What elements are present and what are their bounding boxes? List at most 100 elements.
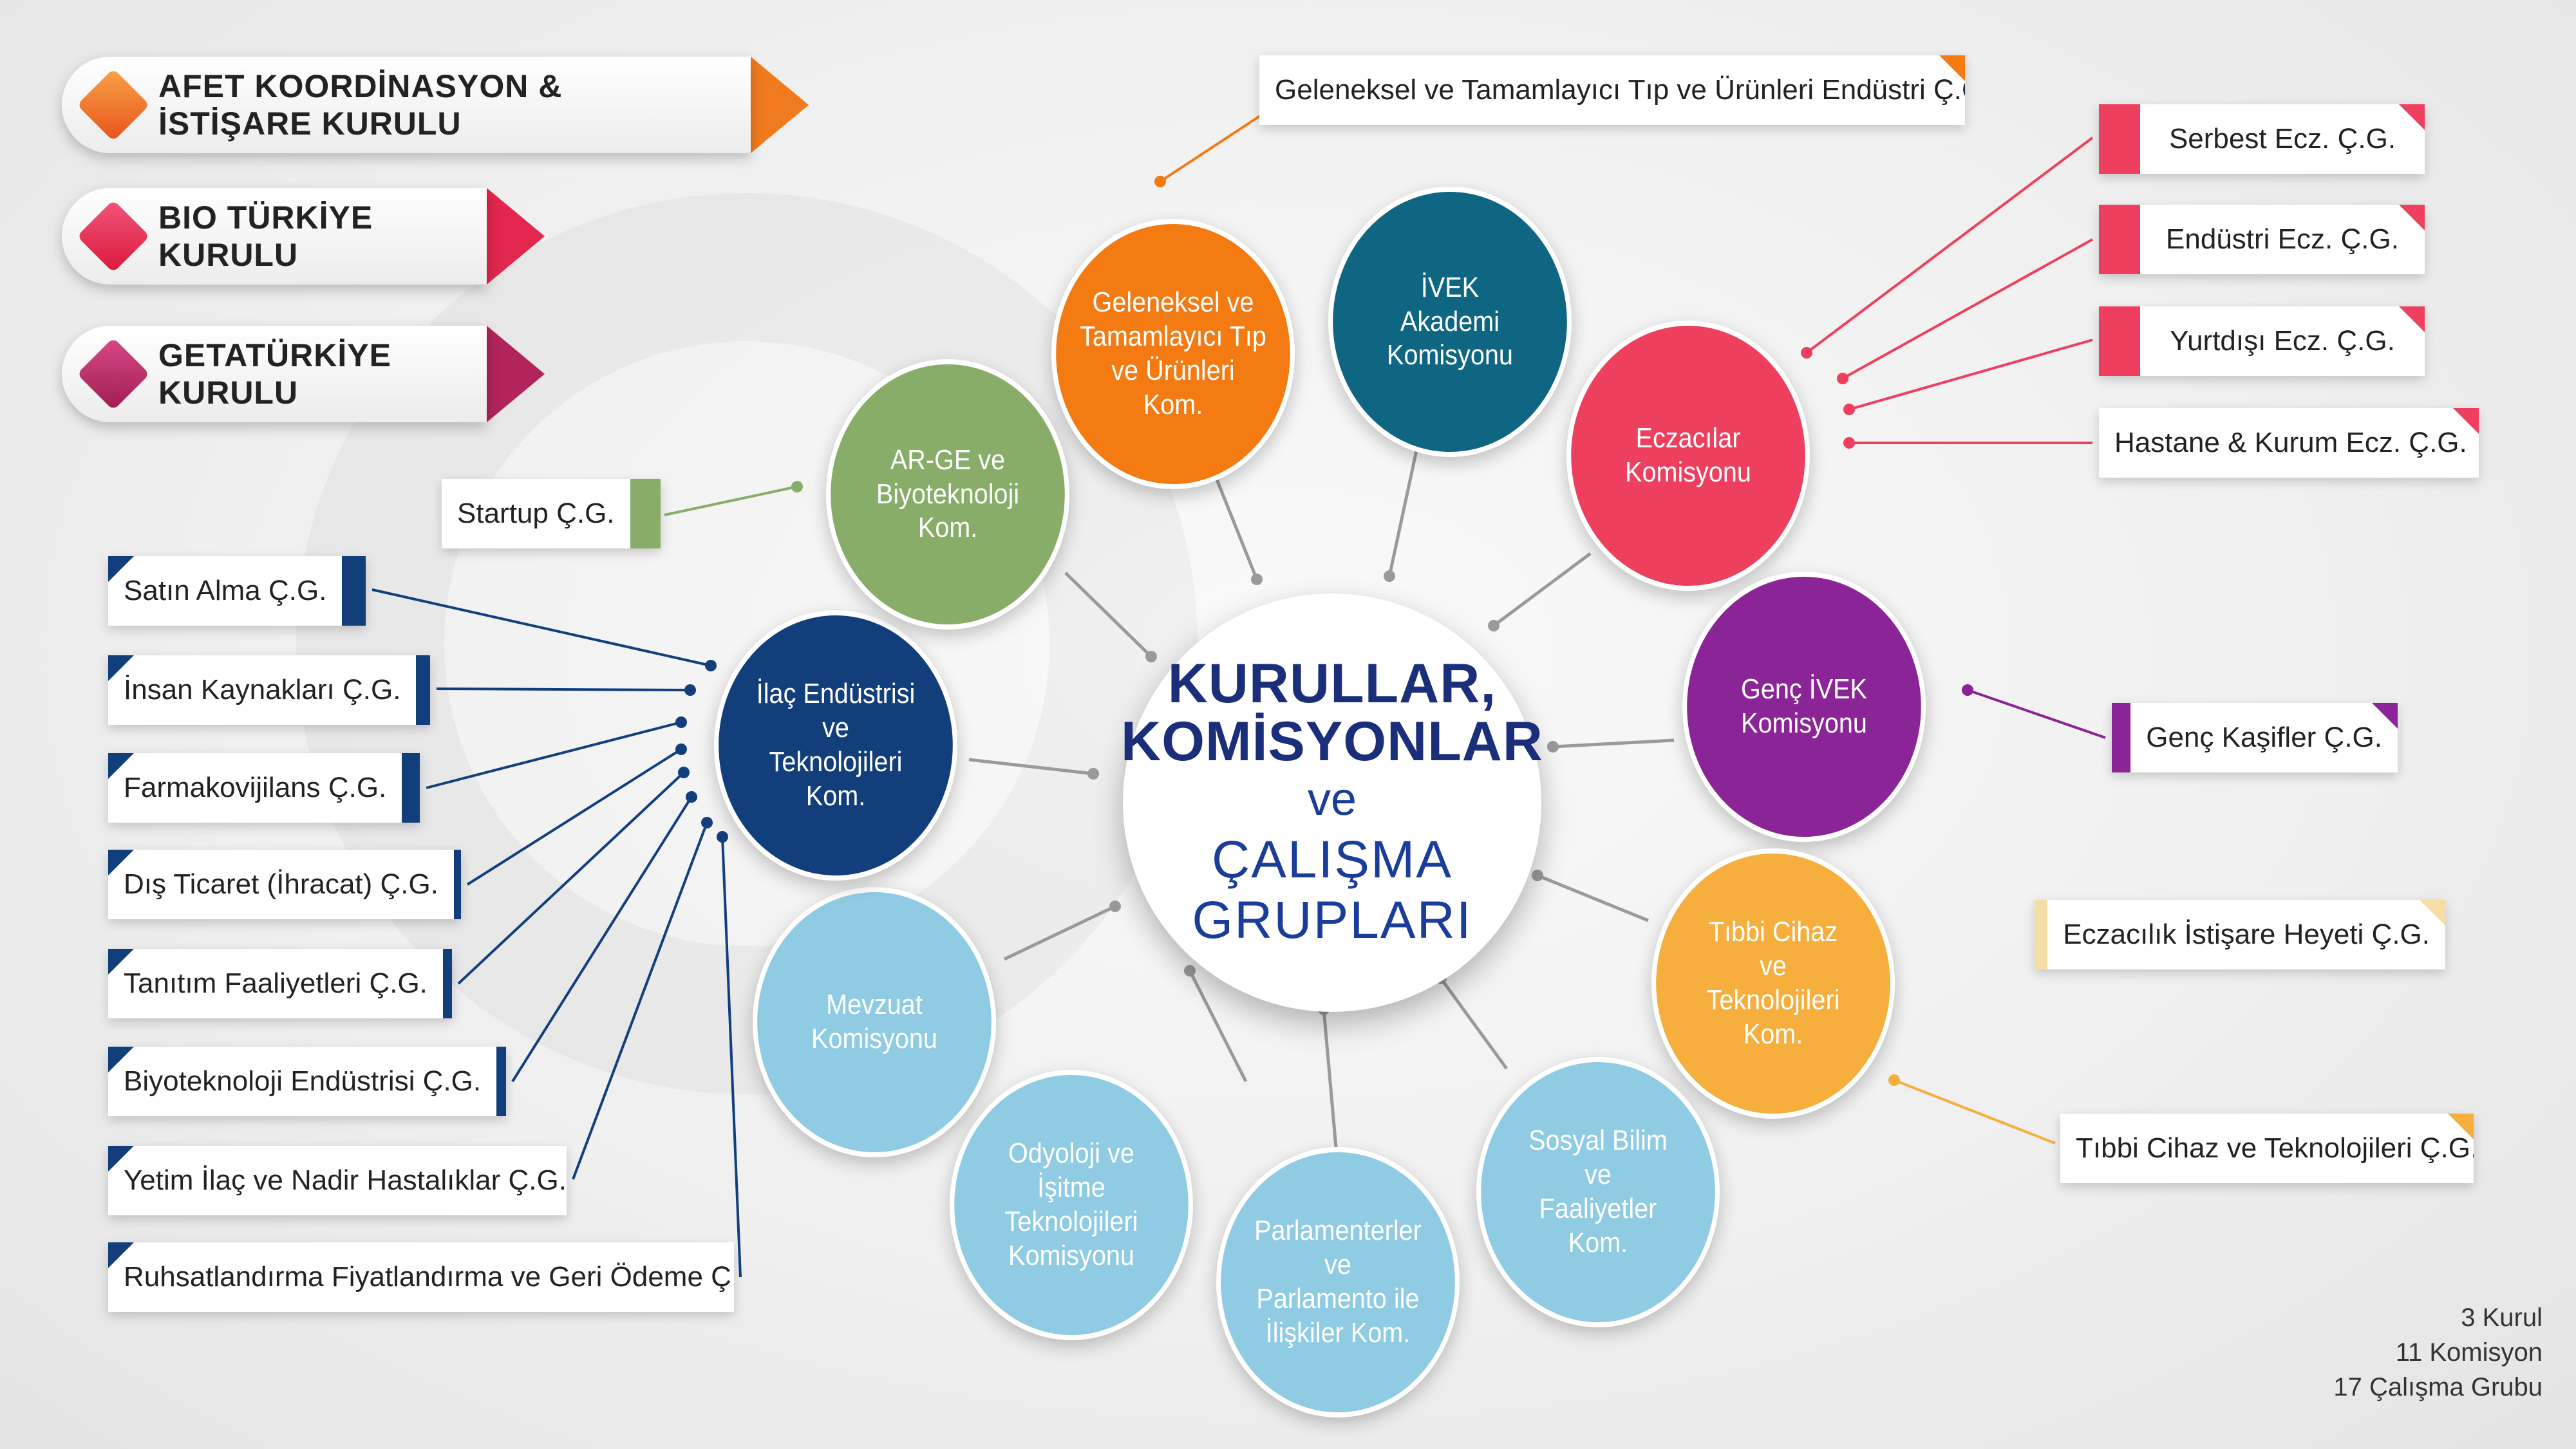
label-corner <box>2420 900 2445 926</box>
link-dot <box>1843 437 1855 449</box>
arrow-tab <box>487 188 545 285</box>
spoke-line <box>1188 969 1248 1083</box>
cg-endustri-ecz[interactable]: Endüstri Ecz. Ç.G. <box>2099 205 2425 274</box>
cg-tanitim[interactable]: Tanıtım Faaliyetleri Ç.G. <box>108 949 452 1018</box>
cg-insan-kaynaklari[interactable]: İnsan Kaynakları Ç.G. <box>108 655 430 725</box>
arrow-tab <box>487 326 545 422</box>
label-corner <box>1939 55 1965 81</box>
spoke-line <box>1387 450 1418 577</box>
komisyon-eczacilar[interactable]: Eczacılar Komisyonu <box>1566 321 1810 591</box>
komisyon-ilac-endustrisi[interactable]: İlaç Endüstrisi ve Teknolojileri Kom. <box>714 610 957 881</box>
spoke-dot <box>1145 651 1157 662</box>
cg-label: Eczacılık İstişare Heyeti Ç.G. <box>2063 919 2430 950</box>
label-tab <box>416 655 430 725</box>
link-dot <box>1888 1074 1900 1086</box>
summary-counts: 3 Kurul 11 Komisyon 17 Çalışma Grubu <box>2333 1300 2543 1405</box>
cg-label: Serbest Ecz. Ç.G. <box>2168 123 2396 154</box>
cg-label: Hastane & Kurum Ecz. Ç.G. <box>2114 427 2467 458</box>
kurul-label: BIO TÜRKİYE KURULU <box>158 200 373 273</box>
spoke-dot <box>1109 901 1121 912</box>
komisyon-odyoloji[interactable]: Odyoloji ve İşitme Teknolojileri Komisyo… <box>950 1070 1193 1340</box>
label-corner <box>108 949 134 975</box>
link-dot <box>1837 373 1848 384</box>
arrow-tab <box>751 57 809 153</box>
link-dot <box>675 743 687 755</box>
label-tab <box>2099 205 2140 274</box>
label-corner <box>2399 205 2425 230</box>
diamond-icon <box>77 337 150 411</box>
spoke-dot <box>1488 620 1500 631</box>
cg-biyoteknoloji[interactable]: Biyoteknoloji Endüstrisi Ç.G. <box>108 1047 506 1116</box>
spoke-line <box>1215 479 1259 580</box>
cg-yetim-ilac[interactable]: Yetim İlaç ve Nadir Hastalıklar Ç.G. <box>108 1146 567 1215</box>
cg-label: Yetim İlaç ve Nadir Hastalıklar Ç.G. <box>124 1164 567 1196</box>
link-line <box>572 822 708 1180</box>
diamond-icon <box>77 68 150 142</box>
cg-label: Genç Kaşifler Ç.G. <box>2146 722 2382 753</box>
komisyon-tibbi-cihaz[interactable]: Tıbbi Cihaz ve Teknolojileri Kom. <box>1651 848 1895 1119</box>
spoke-dot <box>1251 574 1263 585</box>
label-tab <box>2099 104 2140 174</box>
spoke-line <box>1003 904 1116 961</box>
spoke-line <box>1064 572 1152 658</box>
link-line <box>511 796 693 1083</box>
spoke-dot <box>1087 768 1099 780</box>
summary-komisyon: 11 Komisyon <box>2395 1338 2543 1367</box>
komisyon-ivek-akademi[interactable]: İVEK Akademi Komisyonu <box>1328 187 1572 457</box>
cg-ruhsatlandirma[interactable]: Ruhsatlandırma Fiyatlandırma ve Geri Öde… <box>108 1242 734 1312</box>
link-line <box>371 588 711 667</box>
cg-satin-alma[interactable]: Satın Alma Ç.G. <box>108 556 366 626</box>
cg-yurtdisi-ecz[interactable]: Yurtdışı Ecz. Ç.G. <box>2099 306 2425 376</box>
link-line <box>466 748 682 886</box>
spoke-line <box>1537 874 1649 922</box>
cg-farmakovijilans[interactable]: Farmakovijilans Ç.G. <box>108 753 420 823</box>
link-line <box>1805 136 2094 354</box>
kurul-getaturkiye[interactable]: GETATÜRKİYE KURULU <box>62 326 545 422</box>
cg-geleneksel[interactable]: Geleneksel ve Tamamlayıcı Tıp ve Ürünler… <box>1259 55 1965 125</box>
cg-eczacilik-istisare[interactable]: Eczacılık İstişare Heyeti Ç.G. <box>2035 900 2445 969</box>
spoke-line <box>968 758 1094 776</box>
label-corner <box>108 1146 134 1172</box>
center-hub: KURULLAR, KOMİSYONLAR ve ÇALIŞMA GRUPLAR… <box>1121 594 1543 1012</box>
link-dot <box>791 481 803 492</box>
spoke-line <box>1492 552 1592 628</box>
link-line <box>1848 339 2093 411</box>
label-tab <box>2112 703 2131 772</box>
link-line <box>664 485 798 516</box>
komisyon-geleneksel[interactable]: Geleneksel ve Tamamlayıcı Tıp ve Ürünler… <box>1051 219 1295 489</box>
cg-serbest-ecz[interactable]: Serbest Ecz. Ç.G. <box>2099 104 2425 174</box>
cg-tibbi-cihaz[interactable]: Tıbbi Cihaz ve Teknolojileri Ç.G. <box>2060 1114 2474 1183</box>
spoke-dot <box>1532 870 1543 881</box>
label-corner <box>2372 703 2398 729</box>
link-dot <box>1843 404 1855 415</box>
komisyon-mevzuat[interactable]: Mevzuat Komisyonu <box>753 887 996 1157</box>
cg-label: Tıbbi Cihaz ve Teknolojileri Ç.G. <box>2076 1132 2474 1164</box>
link-dot <box>1154 176 1166 187</box>
link-line <box>1967 689 2106 739</box>
spoke-line <box>1439 977 1509 1070</box>
cg-startup[interactable]: Startup Ç.G. <box>442 479 661 548</box>
label-corner <box>2453 408 2479 434</box>
link-line <box>436 687 691 691</box>
spoke-line <box>1322 1009 1338 1148</box>
cg-dis-ticaret[interactable]: Dış Ticaret (İhracat) Ç.G. <box>108 850 461 919</box>
link-dot <box>705 660 717 671</box>
link-dot <box>684 684 696 696</box>
link-line <box>426 721 682 789</box>
link-line <box>1842 238 2093 380</box>
kurul-bio-turkiye[interactable]: BIO TÜRKİYE KURULU <box>62 188 545 285</box>
spoke-dot <box>1184 965 1196 977</box>
cg-hastane-kurum-ecz[interactable]: Hastane & Kurum Ecz. Ç.G. <box>2099 408 2479 478</box>
komisyon-arge[interactable]: AR-GE ve Biyoteknoloji Kom. <box>826 359 1069 630</box>
center-title-line5: GRUPLARI <box>1192 890 1472 949</box>
cg-label: İnsan Kaynakları Ç.G. <box>124 674 401 706</box>
cg-genc-kasifler[interactable]: Genç Kaşifler Ç.G. <box>2112 703 2398 772</box>
komisyon-parlamenterler[interactable]: Parlamenterler ve Parlamento ile İlişkil… <box>1216 1147 1460 1417</box>
label-tab <box>442 949 452 1018</box>
komisyon-genc-ivek[interactable]: Genç İVEK Komisyonu <box>1682 572 1926 842</box>
link-dot <box>678 767 690 778</box>
label-tab <box>453 850 461 919</box>
kurul-afet[interactable]: AFET KOORDİNASYON & İSTİŞARE KURULU <box>62 57 809 153</box>
komisyon-sosyal-bilim[interactable]: Sosyal Bilim ve Faaliyetler Kom. <box>1476 1057 1720 1327</box>
